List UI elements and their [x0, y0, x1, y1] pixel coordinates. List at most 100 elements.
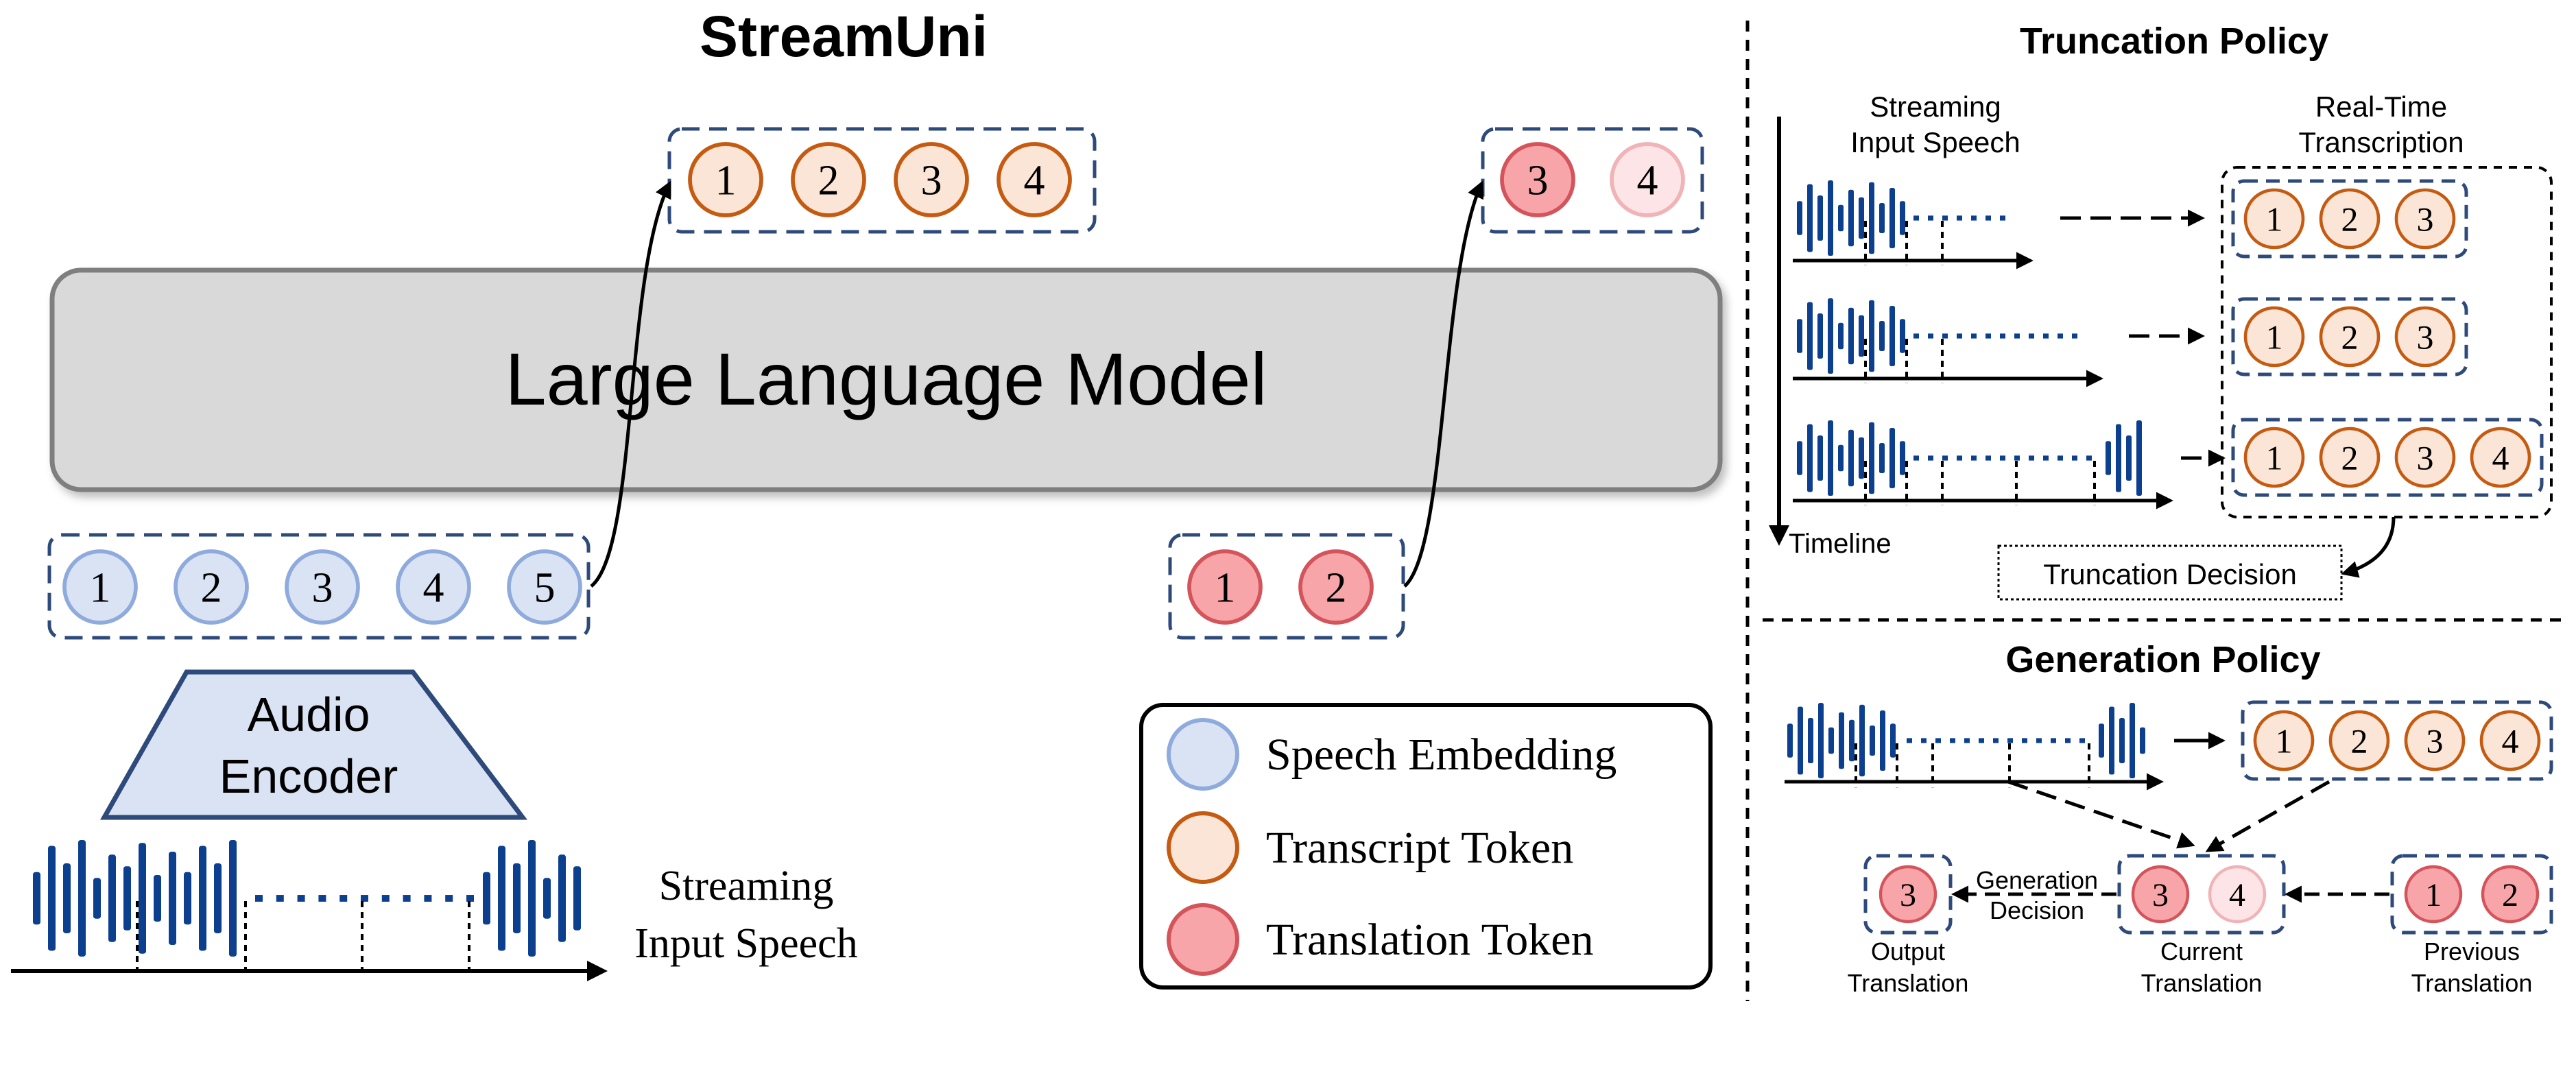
speech-to-transcript-arrow	[590, 180, 671, 588]
waveform-bar	[1807, 302, 1813, 370]
legend-transcript-label: Transcript Token	[1266, 823, 1573, 873]
truncation-waveforms	[1793, 180, 2226, 509]
waveform-bar	[199, 846, 206, 951]
waveform-bar	[1848, 429, 1854, 487]
waveform-bar	[1900, 319, 1905, 353]
waveform-bar	[1828, 298, 1833, 374]
transcript-token-label: 1	[715, 158, 737, 204]
truncation-transcript-token: 1	[2243, 188, 2305, 250]
truncation-input-label-line1: Streaming	[1870, 91, 2001, 123]
waveform-bar	[229, 840, 237, 957]
legend: Speech Embedding Transcript Token Transl…	[1139, 703, 1713, 990]
waveform-dot	[2036, 738, 2042, 743]
transcript-token: 3	[894, 142, 969, 217]
current-translation-label-line1: Current	[2160, 937, 2243, 966]
generation-transcript-token-label: 4	[2502, 722, 2519, 760]
generation-transcript-token-circle	[2479, 710, 2541, 771]
truncation-transcript-token-label: 1	[2266, 318, 2283, 357]
legend-translation-label: Translation Token	[1266, 915, 1594, 965]
diagram-title: StreamUni	[700, 4, 988, 69]
waveform-dot	[1913, 215, 1919, 221]
waveform-bar	[1869, 182, 1874, 254]
waveform-bar	[1889, 428, 1895, 488]
generation-transcript-token-circle	[2328, 710, 2390, 771]
waveform-dot	[2043, 333, 2049, 339]
truncation-transcript-token-circle	[2394, 188, 2456, 250]
waveform-bar	[2099, 723, 2104, 758]
waveform-dot	[2029, 333, 2034, 339]
waveform-bar	[1880, 710, 1885, 771]
waveform-dot	[403, 895, 411, 902]
waveform-dot	[2051, 738, 2056, 743]
speech-token: 5	[507, 549, 582, 625]
waveform-bars	[1797, 298, 2077, 383]
generation-transcript-token: 3	[2404, 710, 2466, 771]
waveform-bar	[1859, 704, 1865, 777]
waveform-bar	[169, 852, 176, 945]
output-translation-token-circle	[1879, 865, 1937, 924]
current-translation-token-label: 4	[2229, 877, 2245, 913]
truncation-output-label-line1: Real-Time	[2315, 91, 2447, 123]
translation-input-token-label: 1	[1215, 565, 1236, 612]
truncation-transcript-token-circle	[2319, 188, 2381, 250]
waveform-bar	[1849, 719, 1855, 762]
waveform-bar	[1869, 422, 1874, 494]
waveform-dot	[1907, 738, 1912, 743]
waveform-dot	[2079, 738, 2085, 743]
current-translation-token-label: 3	[2152, 877, 2169, 913]
truncation-transcript-token: 1	[2243, 306, 2305, 368]
input-waveform	[33, 840, 581, 971]
waveform-bar	[1838, 204, 1844, 232]
waveform-dot	[1985, 455, 1991, 461]
waveform-bar	[33, 872, 40, 925]
speech-token: 3	[285, 549, 360, 625]
truncation-input-label-line2: Input Speech	[1850, 126, 2020, 158]
truncation-transcript-token-circle	[2243, 427, 2305, 488]
transcript-token: 2	[791, 142, 866, 217]
legend-speech-swatch	[1167, 718, 1239, 791]
waveform-dot	[2029, 455, 2034, 461]
translation-output-token-label: 3	[1527, 158, 1549, 204]
generation-transcript-token-circle	[2404, 710, 2466, 771]
waveform-dot	[2072, 455, 2077, 461]
waveform-dot	[1928, 215, 1933, 221]
waveform-bar	[2130, 703, 2135, 778]
truncation-transcript-token-circle	[2319, 427, 2381, 488]
audio-encoder: Audio Encoder	[99, 669, 528, 820]
speech-token: 2	[174, 549, 249, 625]
waveform-bar	[1889, 306, 1895, 366]
truncation-output-label-line2: Transcription	[2298, 126, 2464, 158]
llm-block: Large Language Model	[49, 267, 1723, 492]
waveform-bar	[1839, 712, 1844, 769]
waveform-bars	[1787, 703, 2145, 788]
waveform-bars	[1797, 180, 2005, 265]
speech-token-label: 4	[423, 565, 444, 612]
waveform-dot	[1921, 738, 1927, 743]
translation-flow-arrow	[1403, 180, 1484, 588]
waveform-dot	[276, 895, 284, 902]
speech-token-label: 5	[534, 565, 556, 612]
waveform-dot	[2043, 455, 2049, 461]
translation-output-token-circle	[1610, 142, 1685, 217]
truncation-decision-arrow	[2341, 516, 2396, 578]
previous-translation-label-line1: Previous	[2424, 937, 2520, 966]
waveform-dot	[445, 895, 453, 902]
transcript-token-circle	[997, 142, 1072, 217]
waveform-bar	[2116, 424, 2121, 492]
generation-transcript-token: 1	[2253, 710, 2315, 771]
previous-translation-token: 1	[2404, 865, 2463, 924]
truncation-row-box	[2231, 297, 2468, 376]
waveform-dot	[2022, 738, 2027, 743]
generation-waveform	[1785, 703, 2164, 791]
waveform-bar	[123, 866, 131, 931]
transcript-token-label: 4	[1024, 158, 1045, 204]
waveform-bars	[33, 840, 581, 971]
waveform-dot	[1942, 215, 1948, 221]
previous-translation-box	[2390, 854, 2553, 935]
transcript-token-circle	[688, 142, 763, 217]
